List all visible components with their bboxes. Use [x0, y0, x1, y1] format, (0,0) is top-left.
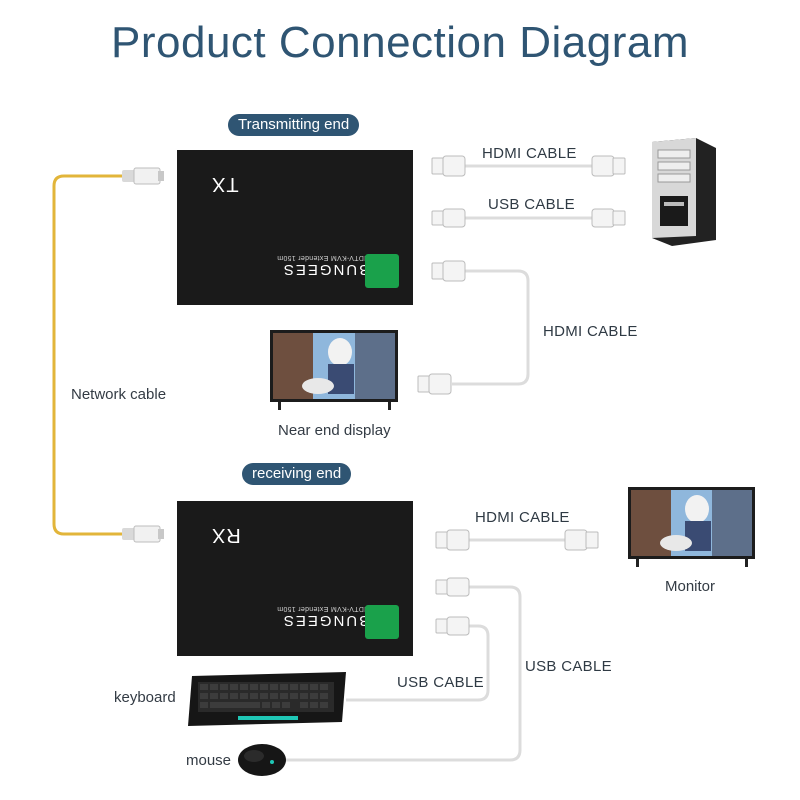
rx-brand-block: BUNGEES HDTV-KVM Extender 150m [277, 605, 369, 629]
near-end-display-label: Near end display [278, 422, 391, 439]
tx-model-text: HDTV-KVM Extender 150m [277, 254, 370, 261]
network-cable-label: Network cable [71, 386, 167, 403]
tx-brand-name: BUNGEES [281, 261, 370, 278]
rx-usb-mouse-label: USB CABLE [525, 658, 612, 675]
monitor-icon [628, 487, 755, 567]
tx-brand-block: BUNGEES HDTV-KVM Extender 150m [277, 254, 369, 278]
plug-tx-hdmi-left [431, 155, 466, 177]
tx-hdmi-display-line [452, 269, 530, 386]
tx-usb-pc-label: USB CABLE [488, 196, 575, 213]
plug-tx-hdmi-display-top [431, 260, 466, 282]
keyboard-icon [188, 672, 346, 726]
plug-tx-usb-left [431, 208, 466, 228]
page-title: Product Connection Diagram [111, 18, 689, 67]
pc-tower-icon [652, 138, 716, 246]
mouse-label: mouse [186, 752, 232, 769]
network-cable-line [52, 174, 130, 536]
plug-rx-hdmi-left [435, 529, 470, 551]
rx-usb-mouse-line [286, 585, 522, 762]
monitor-label: Monitor [665, 578, 716, 595]
plug-rx-hdmi-right [564, 529, 599, 551]
rx-extender-box: RX BUNGEES HDTV-KVM Extender 150m [177, 501, 413, 656]
rx-brand-logo-icon [365, 605, 399, 639]
receiving-end-badge: receiving end [242, 463, 352, 485]
rx-model-text: HDTV-KVM Extender 150m [277, 605, 370, 612]
mouse-icon [238, 744, 286, 776]
rj45-connector-bottom [122, 525, 164, 543]
rx-usb-keyboard-line [346, 624, 490, 702]
rx-usb-keyboard-label: USB CABLE [397, 674, 484, 691]
plug-rx-usb-top [435, 577, 470, 597]
rx-box-mark: RX [211, 524, 241, 546]
tx-brand-logo-icon [365, 254, 399, 288]
rx-brand-name: BUNGEES [281, 612, 370, 629]
keyboard-label: keyboard [114, 689, 176, 706]
tx-extender-box: TX BUNGEES HDTV-KVM Extender 150m [177, 150, 413, 305]
plug-tx-hdmi-display-bottom [417, 373, 452, 395]
plug-rx-usb-bottom [435, 616, 470, 636]
tx-hdmi-display-label: HDMI CABLE [543, 323, 638, 340]
tx-hdmi-pc-label: HDMI CABLE [482, 145, 577, 162]
rj45-connector-top [122, 167, 164, 185]
tx-box-mark: TX [211, 173, 239, 195]
plug-tx-hdmi-right [591, 155, 626, 177]
rx-hdmi-monitor-label: HDMI CABLE [475, 509, 570, 526]
transmitting-end-badge: Transmitting end [228, 114, 360, 136]
near-end-display-icon [270, 330, 398, 410]
plug-tx-usb-right [591, 208, 626, 228]
